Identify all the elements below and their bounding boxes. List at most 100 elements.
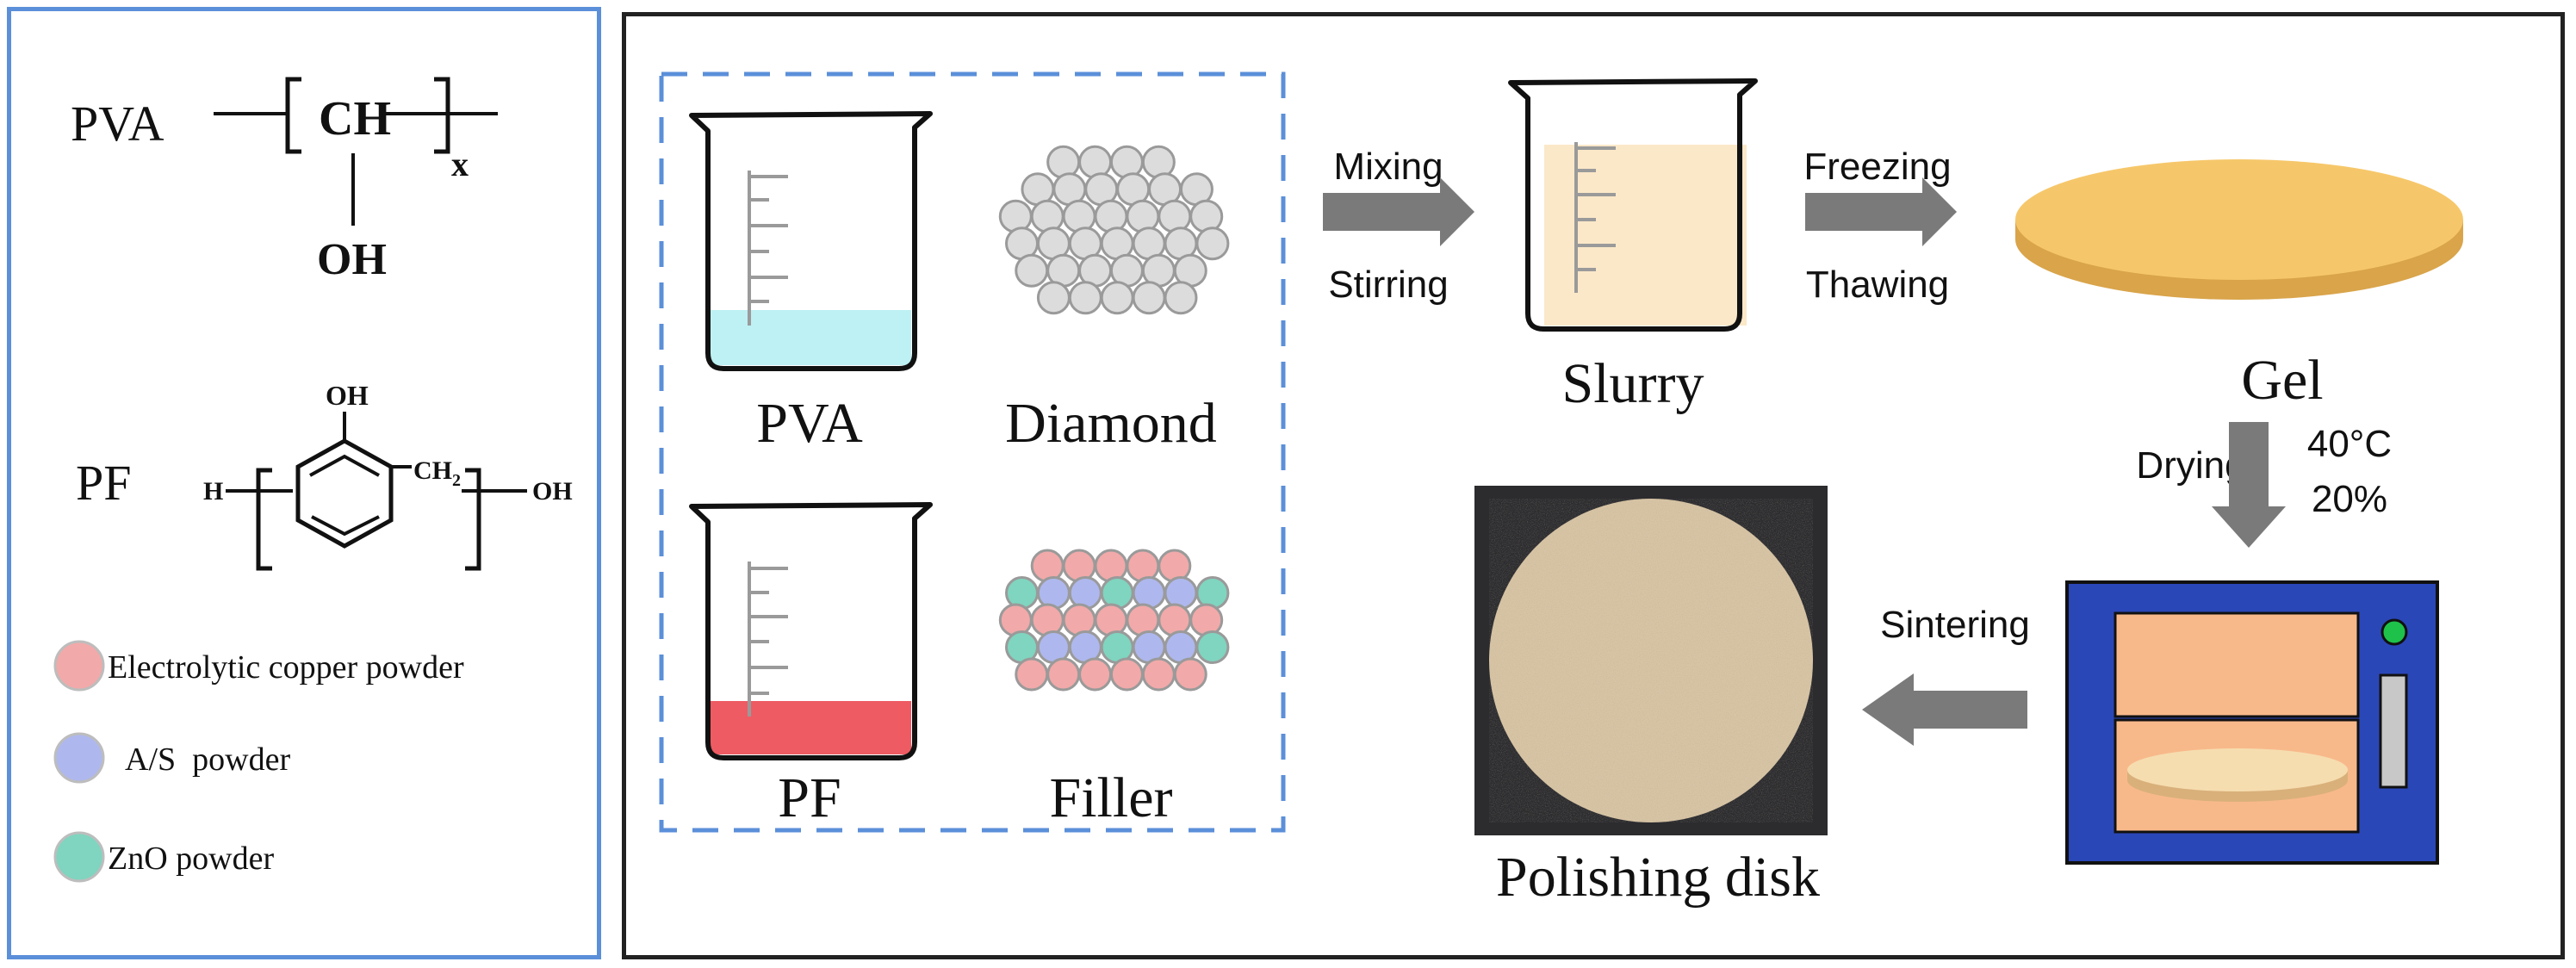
pf-h: H xyxy=(203,477,223,506)
particle xyxy=(1015,253,1049,288)
particle xyxy=(1141,657,1176,692)
diamond-particles xyxy=(998,145,1230,315)
particle xyxy=(1189,199,1224,233)
pva-bracket-left xyxy=(285,77,301,154)
benzene-inner-bond-1 xyxy=(309,454,380,477)
particle xyxy=(1046,145,1081,179)
freezing-arrow-icon xyxy=(1805,177,1957,246)
particle xyxy=(1195,226,1230,261)
particle xyxy=(1078,657,1113,692)
stirring-label: Stirring xyxy=(1328,264,1448,306)
polishing-disk-photo xyxy=(1474,486,1828,835)
pva-subscript: x xyxy=(451,145,469,183)
drying-label: Drying xyxy=(2136,444,2245,487)
particle xyxy=(1109,657,1144,692)
pf-label: PF xyxy=(76,455,132,511)
particle xyxy=(1062,603,1096,637)
oven-sample-top xyxy=(2127,748,2348,791)
particle xyxy=(1195,630,1230,664)
mixing-arrow-icon xyxy=(1323,177,1474,246)
thawing-label: Thawing xyxy=(1806,264,1949,306)
particle xyxy=(1078,145,1113,179)
drying-oven xyxy=(2065,580,2439,865)
drying-arrow-icon xyxy=(2212,422,2286,548)
particle xyxy=(998,199,1033,233)
particle xyxy=(1126,549,1160,583)
filler-material-label: Filler xyxy=(1050,766,1173,829)
particle xyxy=(1126,199,1160,233)
particle xyxy=(1068,281,1102,315)
particle xyxy=(1164,576,1198,610)
particle xyxy=(1062,199,1096,233)
pva-beaker-scale xyxy=(748,171,788,326)
polishing-disk-label: Polishing disk xyxy=(1496,846,1820,909)
particle xyxy=(1036,576,1071,610)
pva-material-label: PVA xyxy=(756,392,863,455)
particle xyxy=(1164,281,1198,315)
benzene-inner-bond-2 xyxy=(311,515,380,537)
freezing-label: Freezing xyxy=(1803,146,1951,188)
zno-particle-icon xyxy=(53,831,105,883)
particle xyxy=(1005,576,1039,610)
pva-beaker xyxy=(689,111,933,371)
drying-temperature: 40°C xyxy=(2307,423,2392,465)
pf-ch2: CH2 xyxy=(413,456,461,490)
legend-zno-label: ZnO powder xyxy=(108,841,274,877)
particle xyxy=(1195,576,1230,610)
sintering-label: Sintering xyxy=(1880,604,2030,646)
gel-label: Gel xyxy=(2241,349,2323,412)
slurry-beaker xyxy=(1508,78,1758,332)
particle xyxy=(1036,281,1071,315)
particle xyxy=(1046,657,1081,692)
pva-oh: OH xyxy=(317,235,387,284)
particle xyxy=(1173,657,1207,692)
particle xyxy=(1141,145,1176,179)
pf-bracket-right xyxy=(465,468,481,571)
pva-beaker-outline xyxy=(689,111,933,371)
pf-bracket-left xyxy=(256,468,272,571)
particle xyxy=(1100,281,1134,315)
particle xyxy=(1132,281,1166,315)
gel-disk xyxy=(2015,159,2463,300)
particle xyxy=(1030,199,1065,233)
pf-beaker-outline xyxy=(689,502,933,760)
particle xyxy=(1109,145,1144,179)
pva-liquid xyxy=(709,310,911,365)
pf-top-oh: OH xyxy=(326,380,369,411)
process-panel xyxy=(622,12,2565,959)
pf-structure: PF OH H CH2 OH xyxy=(76,380,573,571)
mixing-label: Mixing xyxy=(1333,146,1443,188)
particle xyxy=(1158,199,1192,233)
particle xyxy=(1158,549,1192,583)
pf-beaker xyxy=(689,502,933,760)
particle xyxy=(1126,603,1160,637)
diamond-material-label: Diamond xyxy=(1005,392,1217,455)
particle xyxy=(1094,603,1128,637)
pf-end-oh: OH xyxy=(532,477,573,506)
particle xyxy=(1100,576,1134,610)
slurry-beaker-scale xyxy=(1574,142,1616,293)
particle xyxy=(998,603,1033,637)
oven-upper-chamber xyxy=(2114,611,2360,718)
particle xyxy=(1030,603,1065,637)
pva-label: PVA xyxy=(71,96,164,152)
particle xyxy=(1094,549,1128,583)
disk-texture xyxy=(1489,499,1813,822)
pf-liquid xyxy=(709,701,911,754)
slurry-liquid xyxy=(1544,145,1747,326)
legend-as-label: A/S powder xyxy=(125,742,290,778)
pva-unit: CH xyxy=(319,92,391,146)
pf-material-label: PF xyxy=(778,766,841,829)
slurry-label: Slurry xyxy=(1562,352,1704,415)
raw-materials-box xyxy=(659,71,1286,833)
particle xyxy=(1068,576,1102,610)
particle xyxy=(1062,549,1096,583)
particle xyxy=(1158,603,1192,637)
particle xyxy=(1189,603,1224,637)
legend-items: Electrolytic copper powder A/S powder Zn… xyxy=(53,640,464,883)
gel-disk-top xyxy=(2015,159,2463,280)
oven-indicator-light-icon xyxy=(2380,618,2408,646)
drying-humidity: 20% xyxy=(2312,478,2387,520)
particle xyxy=(1094,199,1128,233)
